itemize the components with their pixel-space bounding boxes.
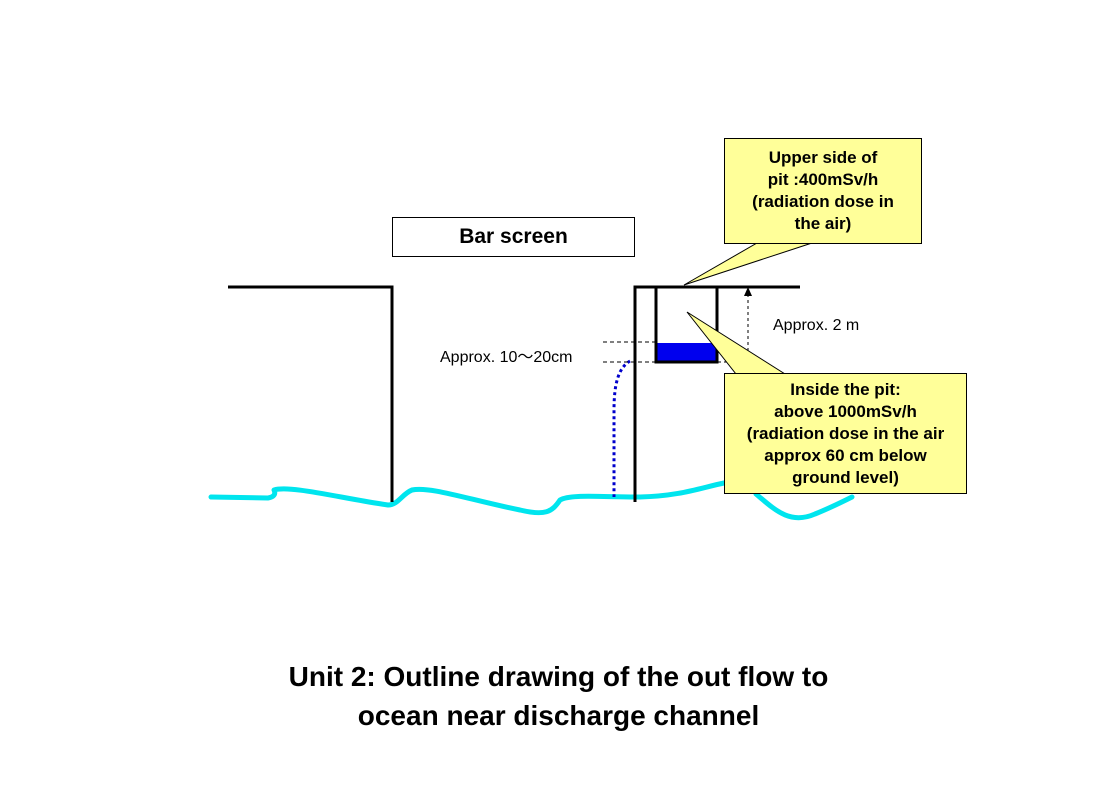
leak-path-line xyxy=(612,359,631,497)
water-level-label: Approx. 10〜20cm xyxy=(440,349,573,366)
pit-water xyxy=(656,343,717,362)
page-title: Unit 2: Outline drawing of the out flow … xyxy=(288,661,829,731)
pit-outline xyxy=(654,287,719,364)
ground-level-line xyxy=(633,285,800,502)
depth-label: Approx. 2 m xyxy=(773,317,860,334)
water-level-dimension xyxy=(603,341,656,363)
upper-side-callout: Upper side of pit :400mSv/h (radiation d… xyxy=(724,138,922,244)
pit xyxy=(654,287,719,364)
left-structure-wall xyxy=(228,285,394,502)
bar-screen-label: Bar screen xyxy=(392,217,635,257)
upper-callout-pointer xyxy=(683,242,813,286)
arrowhead-icon xyxy=(744,287,752,296)
inside-pit-callout: Inside the pit: above 1000mSv/h (radiati… xyxy=(724,373,967,494)
